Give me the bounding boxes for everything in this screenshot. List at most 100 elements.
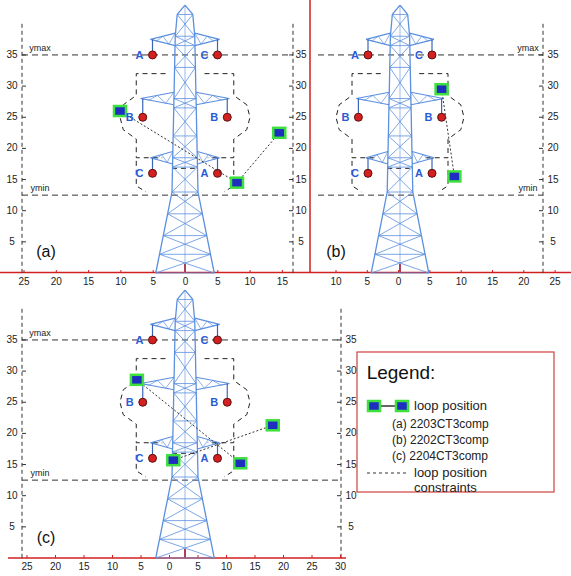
tower-brace <box>371 254 425 273</box>
limit-label: ymax <box>29 328 51 337</box>
y-tick <box>539 54 543 55</box>
axis-number: 25 <box>6 112 17 122</box>
tower-brace <box>175 67 196 98</box>
axis-number: 20 <box>547 143 558 153</box>
tower-brace <box>172 192 202 214</box>
ymin-line <box>318 195 543 196</box>
constraint-bracket <box>136 161 146 192</box>
legend-entry: loop position <box>414 399 487 414</box>
legend-sample-square <box>396 401 408 411</box>
x-tick <box>56 270 57 273</box>
axis-number: 15 <box>295 175 306 185</box>
y-tick <box>539 179 543 180</box>
loop-link <box>173 425 272 460</box>
x-tick <box>398 270 399 273</box>
axis-number: 0 <box>167 562 173 572</box>
y-tick <box>22 86 26 87</box>
axis-number: 20 <box>50 562 61 572</box>
legend-entry: (c) 2204CT3comp <box>392 450 488 464</box>
conductor-dot <box>223 398 231 406</box>
limit-label: ymin <box>518 184 537 193</box>
legend-title: Legend: <box>367 363 436 382</box>
tower-peak <box>392 5 400 14</box>
phase-conductors <box>139 336 232 462</box>
tower-drawing <box>141 290 229 558</box>
y-tick <box>337 464 341 465</box>
phase-label: C <box>351 168 359 179</box>
y-tick <box>337 495 341 496</box>
loop-link <box>237 133 279 183</box>
panel-letter: (b) <box>326 244 346 260</box>
conductor-dot <box>149 169 157 177</box>
tower-arm-lattice <box>197 152 219 163</box>
conductor-dot <box>214 336 222 344</box>
panel-letter: (c) <box>37 530 56 546</box>
axis-number: 10 <box>245 277 256 287</box>
constraint-bracket <box>387 168 409 169</box>
axis-number: 5 <box>138 562 144 572</box>
axis-number: 15 <box>6 460 17 470</box>
axis-number: 25 <box>345 397 356 407</box>
axes <box>22 309 341 558</box>
tower-brace <box>175 299 193 321</box>
axis-number: 5 <box>427 277 433 287</box>
axis-number: 25 <box>295 112 306 122</box>
tower-axis <box>185 290 186 558</box>
y-tick <box>22 241 26 242</box>
loop-positions <box>114 106 285 188</box>
axis-number: 20 <box>295 143 306 153</box>
panel-divider <box>309 0 311 273</box>
tower-arm-lattice <box>151 318 176 329</box>
axis-number: 5 <box>195 562 201 572</box>
axis-number: 20 <box>518 277 529 287</box>
tower-peak <box>177 5 185 14</box>
axis-number: 10 <box>456 277 467 287</box>
phase-label: B <box>210 397 218 408</box>
axis-number: 15 <box>277 277 288 287</box>
x-tick <box>84 555 85 558</box>
loop-square <box>114 106 126 116</box>
axis-number: 25 <box>547 112 558 122</box>
tower-axis <box>185 5 186 273</box>
phase-label: B <box>425 112 433 123</box>
x-tick <box>283 555 284 558</box>
x-tick <box>255 555 256 558</box>
axis-number: 10 <box>6 491 17 501</box>
tower-brace <box>387 192 417 214</box>
legend-sample-dashed <box>367 473 406 474</box>
axis-number: 10 <box>6 206 17 216</box>
loop-positions <box>131 375 279 468</box>
constraint-bracket <box>224 446 234 477</box>
axis-number: 15 <box>6 175 17 185</box>
loop-positions <box>436 84 461 181</box>
baseline <box>8 557 346 559</box>
limit-label: ymin <box>30 469 49 478</box>
axis-number: 30 <box>547 81 558 91</box>
x-tick <box>55 555 56 558</box>
x-tick <box>429 270 430 273</box>
phase-label: A <box>136 49 144 60</box>
axis-number: 10 <box>107 562 118 572</box>
limit-label: ymax <box>29 43 51 52</box>
x-tick <box>282 270 283 273</box>
x-tick <box>169 555 170 558</box>
y-tick <box>22 148 26 149</box>
axis-number: 5 <box>150 277 156 287</box>
tower-brace <box>163 214 202 236</box>
axis-number: 10 <box>547 206 558 216</box>
axis-number: 20 <box>6 428 17 438</box>
conductor-dot <box>149 51 157 59</box>
conductor-dot <box>139 113 147 121</box>
ymax-line <box>22 339 341 340</box>
axis-number: 10 <box>330 277 341 287</box>
y-tick <box>22 210 26 211</box>
axis-number: 25 <box>21 562 32 572</box>
y-tick <box>22 464 26 465</box>
x-tick <box>226 555 227 558</box>
axis-number: 30 <box>6 81 17 91</box>
axis-number: 30 <box>6 366 17 376</box>
tower-arm-lattice <box>151 33 176 44</box>
conductor-dot <box>364 51 372 59</box>
y-tick <box>289 148 293 149</box>
